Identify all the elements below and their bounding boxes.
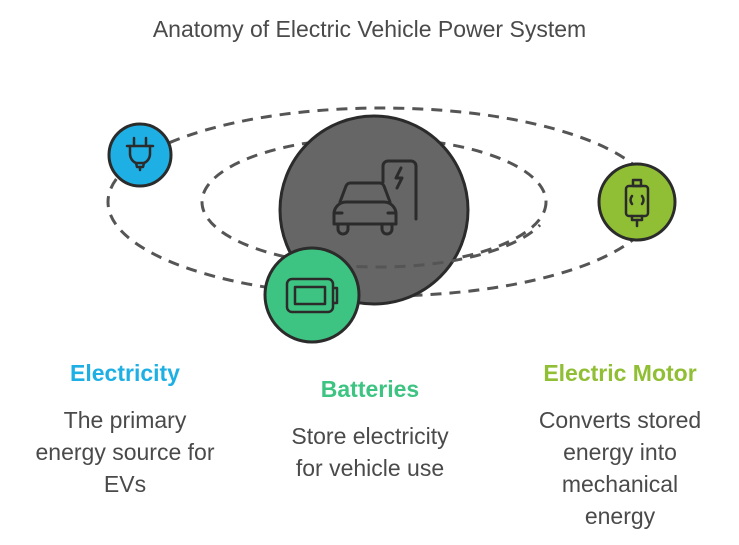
description-line: for vehicle use [295,455,445,481]
batteries-label: Batteries [320,376,420,402]
motor-node[interactable] [597,162,677,242]
description-line: energy [584,503,656,529]
description-line: mechanical [561,471,679,497]
electricity-description: The primary energy source for EVs [5,404,245,500]
motor-icon [624,178,650,228]
motor-description: Converts stored energy into mechanical e… [505,404,735,532]
description-line: EVs [103,471,147,497]
description-line: energy source for [35,439,215,465]
car-charging-icon [332,159,418,236]
description-line: energy into [563,439,677,465]
electricity-node[interactable] [107,122,173,188]
diagram-title: Anatomy of Electric Vehicle Power System [152,16,587,42]
battery-icon [285,277,339,314]
electricity-label: Electricity [70,360,180,386]
description-line: The primary [63,407,187,433]
batteries-node[interactable] [263,246,361,344]
description-line: Store electricity [291,423,449,449]
motor-label: Electric Motor [543,360,697,386]
description-line: Converts stored [538,407,702,433]
batteries-description: Store electricity for vehicle use [255,420,485,484]
plug-icon [125,136,155,172]
